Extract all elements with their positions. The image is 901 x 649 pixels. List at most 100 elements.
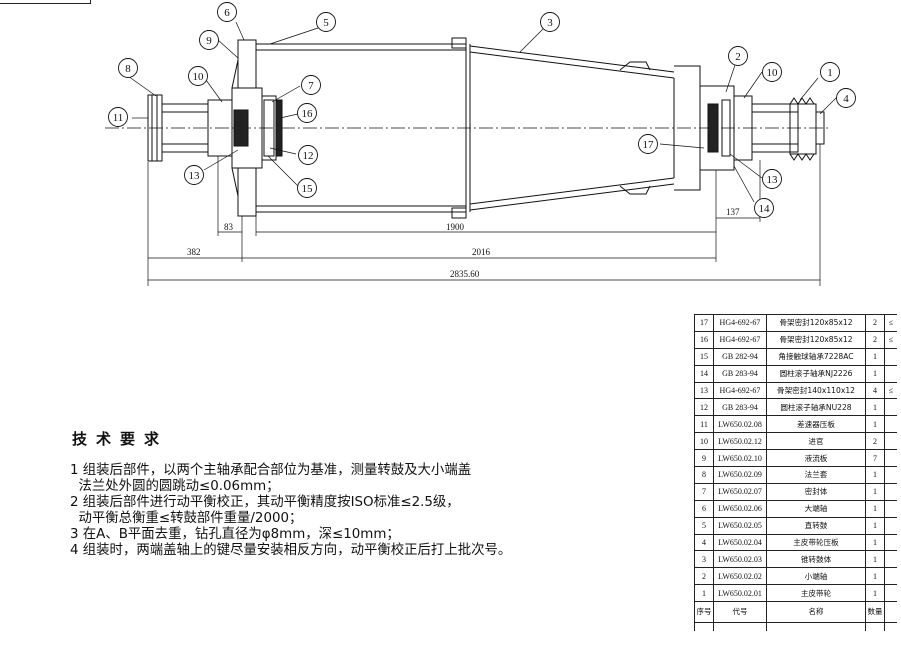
tech-item: 3 在A、B平面去重，钻孔直径为φ8mm，深≤10mm； bbox=[70, 527, 400, 542]
balloon-label: 13 bbox=[767, 174, 779, 186]
bom-cell-qty: 7 bbox=[865, 449, 885, 468]
bom-cell-note bbox=[884, 347, 897, 366]
bom-cell-seq: 9 bbox=[694, 449, 714, 468]
bom-cell-qty: 1 bbox=[865, 347, 885, 366]
assembly-drawing: 83 1900 137 382 2016 2835.60 12345678910… bbox=[105, 2, 856, 286]
tech-item-list: 1 组装后部件，以两个主轴承配合部位为基准，测量转鼓及大小端盖 法兰处外圆的圆跳… bbox=[70, 463, 680, 559]
balloon-label: 15 bbox=[302, 183, 314, 195]
bom-cell-seq: 2 bbox=[694, 567, 714, 586]
bom-cell-seq: 14 bbox=[694, 364, 714, 383]
bom-cell-name: 直转鼓 bbox=[766, 516, 866, 535]
bom-cell-name: 主皮带轮 bbox=[766, 584, 866, 603]
bom-cell-seq: 3 bbox=[694, 550, 714, 569]
bom-cell-note bbox=[884, 482, 897, 501]
dim-2835: 2835.60 bbox=[450, 269, 480, 279]
bom-cell-code: LW650.02.10 bbox=[713, 449, 767, 468]
bom-cell-code: LW650.02.06 bbox=[713, 499, 767, 518]
bom-cell-code: LW650.02.07 bbox=[713, 482, 767, 501]
bom-cell-name: 大端轴 bbox=[766, 499, 866, 518]
bom-header-note bbox=[884, 601, 897, 624]
bom-cell-name: 进官 bbox=[766, 432, 866, 451]
bom-cell-code: LW650.02.04 bbox=[713, 533, 767, 552]
bom-cell-code: GB 283-94 bbox=[713, 398, 767, 417]
bom-cell-qty: 1 bbox=[865, 482, 885, 501]
tech-title: 技术要求 bbox=[72, 430, 169, 448]
bom-cell-note bbox=[884, 466, 897, 484]
bom-cell-note bbox=[884, 499, 897, 518]
bom-cell-qty: 1 bbox=[865, 499, 885, 518]
bom-cell-seq: 1 bbox=[694, 584, 714, 603]
bom-cell-qty: 1 bbox=[865, 533, 885, 552]
bom-cell-code: HG4-692-67 bbox=[713, 381, 767, 400]
balloon-label: 3 bbox=[547, 17, 553, 29]
balloon-circle bbox=[728, 46, 748, 66]
balloon-label: 7 bbox=[308, 80, 314, 92]
bom-cell-name: 角接触球轴承7228AC bbox=[766, 347, 866, 366]
bom-header-code: 代号 bbox=[713, 601, 767, 624]
bom-cell-note: ≤ bbox=[884, 330, 897, 349]
bom-cell-name: 法兰套 bbox=[766, 466, 866, 484]
bom-cell-seq: 10 bbox=[694, 432, 714, 451]
bom-cell-qty: 1 bbox=[865, 466, 885, 484]
bom-cell-note bbox=[884, 398, 897, 417]
bom-cell-note bbox=[884, 364, 897, 383]
cone-drum bbox=[469, 45, 701, 211]
bom-cell-name: 密封体 bbox=[766, 482, 866, 501]
tech-item: 2 组装后部件进行动平衡校正，其动平衡精度按ISO标准≤2.5级， bbox=[70, 495, 460, 510]
bom-cell-code: HG4-692-67 bbox=[713, 314, 767, 332]
bom-cell-qty: 2 bbox=[865, 432, 885, 451]
bom-cell-code: LW650.02.12 bbox=[713, 432, 767, 451]
bom-cell-qty: 2 bbox=[865, 330, 885, 349]
bom-cell-note: ≤ bbox=[884, 314, 897, 332]
dimension-lines bbox=[147, 144, 821, 286]
bom-cell-qty: 2 bbox=[865, 314, 885, 332]
bom-cell-code: LW650.02.09 bbox=[713, 466, 767, 484]
bom-cell-code: LW650.02.05 bbox=[713, 516, 767, 535]
bom-cell-qty: 1 bbox=[865, 364, 885, 383]
bom-cell-seq: 6 bbox=[694, 499, 714, 518]
bom-cell-seq: 12 bbox=[694, 398, 714, 417]
balloon-circle bbox=[540, 12, 560, 32]
bom-cell-name: 主皮带轮压板 bbox=[766, 533, 866, 552]
drawing-frame-corner bbox=[0, 0, 91, 4]
balloon-circle bbox=[638, 134, 658, 154]
bom-cell-code: LW650.02.08 bbox=[713, 415, 767, 434]
bom-header-name: 名称 bbox=[766, 601, 866, 624]
balloon-circle bbox=[836, 88, 856, 108]
balloon-circle bbox=[754, 198, 774, 218]
bom-cell-qty: 1 bbox=[865, 415, 885, 434]
bom-cell-code: LW650.02.03 bbox=[713, 550, 767, 569]
balloon-label: 10 bbox=[767, 67, 779, 79]
balloon-label: 6 bbox=[224, 7, 230, 19]
bom-footer-cell bbox=[865, 622, 885, 632]
bom-header-row: 序号代号名称数量 bbox=[694, 601, 897, 624]
bom-cell-name: 差速器压板 bbox=[766, 415, 866, 434]
balloon-label: 8 bbox=[125, 63, 131, 75]
bom-cell-name: 骨架密封140x110x12 bbox=[766, 381, 866, 400]
balloon-circle bbox=[199, 30, 219, 50]
tech-item: 法兰处外圆的圆跳动≤0.06mm； bbox=[70, 479, 280, 494]
bom-cell-qty: 1 bbox=[865, 584, 885, 603]
bom-cell-code: GB 282-94 bbox=[713, 347, 767, 366]
balloon-label: 17 bbox=[643, 139, 655, 151]
bom-cell-note bbox=[884, 516, 897, 535]
bom-cell-qty: 1 bbox=[865, 398, 885, 417]
bom-cell-note bbox=[884, 415, 897, 434]
balloon-circle bbox=[316, 12, 336, 32]
bom-cell-qty: 4 bbox=[865, 381, 885, 400]
bom-footer-row bbox=[694, 622, 897, 632]
balloon-circle bbox=[118, 58, 138, 78]
bom-cell-seq: 13 bbox=[694, 381, 714, 400]
bom-cell-name: 圆柱滚子轴承NU228 bbox=[766, 398, 866, 417]
bom-cell-note: ≤ bbox=[884, 381, 897, 400]
